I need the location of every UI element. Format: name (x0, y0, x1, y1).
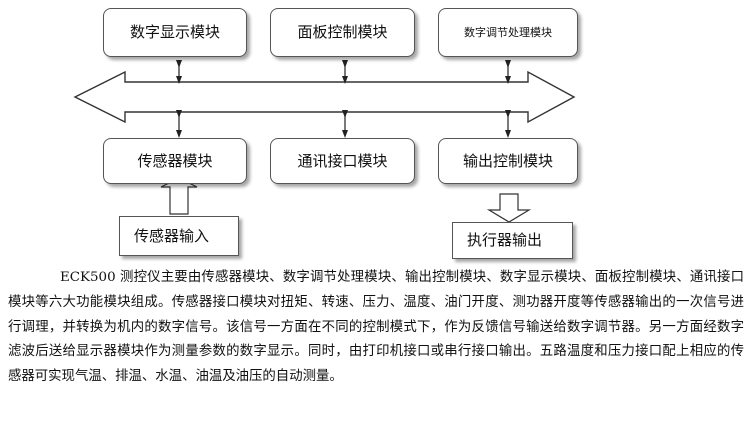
digital-processing-module-box: 数字调节处理模块 (438, 8, 578, 57)
comm-interface-module-box: 通讯接口模块 (270, 138, 415, 184)
description-paragraph: ECK500 测控仪主要由传感器模块、数字调节处理模块、输出控制模块、数字显示模… (8, 266, 744, 390)
actuator-output-arrow (486, 193, 532, 223)
system-bus-arrow (73, 70, 576, 124)
display-module-box: 数字显示模块 (103, 8, 247, 57)
digital-processing-module-label: 数字调节处理模块 (464, 26, 552, 39)
diagram-connectors (73, 60, 576, 223)
block-diagram: 数字显示模块 面板控制模块 数字调节处理模块 传感器模块 通讯接口模块 输出控制… (73, 8, 578, 259)
panel-control-module-label: 面板控制模块 (297, 23, 388, 41)
actuator-output-label: 执行器输出 (467, 231, 543, 249)
panel-control-module-box: 面板控制模块 (270, 8, 415, 57)
display-module-label: 数字显示模块 (129, 23, 220, 41)
output-control-module-box: 输出控制模块 (438, 138, 578, 184)
sensor-input-box: 传感器输入 (119, 216, 239, 256)
comm-interface-module-label: 通讯接口模块 (297, 151, 388, 170)
output-control-module-label: 输出控制模块 (462, 151, 553, 170)
actuator-output-box: 执行器输出 (452, 222, 573, 259)
sensor-module-label: 传感器模块 (137, 151, 213, 170)
description-text: ECK500 测控仪主要由传感器模块、数字调节处理模块、输出控制模块、数字显示模… (8, 270, 744, 385)
sensor-input-label: 传感器输入 (134, 226, 210, 245)
sensor-module-box: 传感器模块 (103, 138, 247, 184)
